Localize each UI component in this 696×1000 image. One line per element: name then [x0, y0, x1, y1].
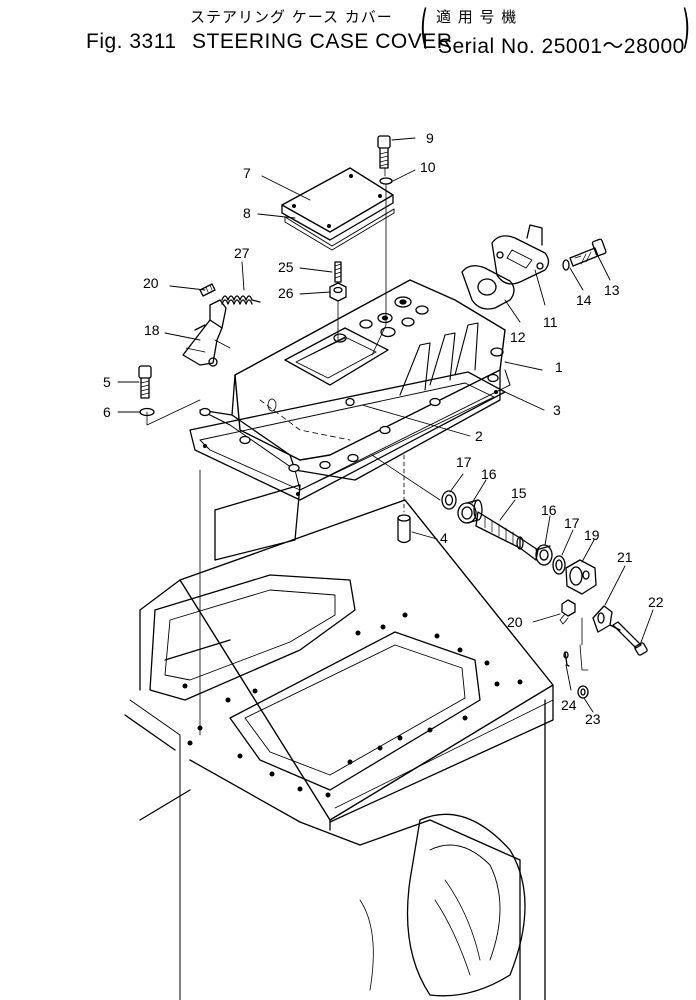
deck-bolt-holes [182, 612, 523, 798]
callout-2: 2 [475, 428, 483, 444]
gasket-12 [461, 265, 515, 310]
callout-14: 14 [576, 292, 592, 308]
callout-1: 1 [555, 359, 563, 375]
nut-26 [329, 282, 347, 341]
callout-4: 4 [440, 530, 448, 546]
bolt-20-upper [199, 283, 216, 297]
bolt-5 [138, 365, 201, 426]
stud-25 [334, 261, 342, 283]
seal-17-right [552, 555, 566, 575]
callout-23: 23 [585, 711, 601, 727]
callout-22: 22 [648, 594, 664, 610]
callout-3: 3 [553, 402, 561, 418]
figure-header: ステアリング ケース カバー 適 用 号 機 ( ) Fig. 3311 STE… [0, 0, 696, 60]
alignment-line-shaft [371, 454, 441, 501]
callout-27: 27 [234, 245, 250, 261]
spring-27 [221, 295, 261, 305]
callout-17-right: 17 [564, 515, 580, 531]
callout-25: 25 [278, 259, 294, 275]
open-parenthesis: ( [420, 0, 429, 54]
callout-26: 26 [278, 285, 294, 301]
callout-19: 19 [584, 527, 600, 543]
callout-20-upper: 20 [143, 275, 159, 291]
callout-15: 15 [511, 485, 527, 501]
figure-title: STEERING CASE COVER [192, 30, 453, 53]
callout-12: 12 [510, 329, 526, 345]
callout-18: 18 [144, 322, 160, 338]
close-parenthesis: ) [682, 0, 691, 54]
callout-5: 5 [103, 374, 111, 390]
bolt-22 [612, 621, 648, 656]
callout-24: 24 [561, 697, 577, 713]
japanese-serial-label: 適 用 号 機 [436, 8, 518, 26]
callout-11: 11 [543, 314, 558, 330]
callout-9: 9 [426, 130, 434, 146]
callout-16-right: 16 [541, 502, 557, 518]
callout-8: 8 [243, 205, 251, 221]
callout-20-lower: 20 [507, 614, 523, 630]
elbow-flange-11 [491, 224, 550, 285]
steering-case-cover [199, 279, 511, 491]
callout-6: 6 [103, 404, 111, 420]
seal-17-left [441, 490, 457, 510]
lever-19 [565, 559, 597, 595]
callout-21: 21 [617, 549, 633, 565]
callout-7: 7 [243, 165, 251, 181]
lever-21 [579, 605, 621, 671]
pin-24 [563, 651, 570, 667]
steering-shaft-15 [475, 511, 539, 561]
bolt-13 [562, 238, 607, 271]
callout-leaders [117, 137, 654, 713]
washer-23 [577, 685, 589, 699]
callout-10: 10 [420, 159, 436, 175]
dowel-pin-4 [397, 454, 411, 544]
steering-case-body [124, 484, 554, 1000]
bearing-16-right [535, 544, 553, 566]
callout-labels: 1 2 3 4 5 6 7 8 9 10 11 12 13 14 15 16 1… [103, 130, 664, 727]
inspection-cover-plate [281, 167, 395, 251]
callout-13: 13 [604, 282, 620, 298]
callout-16-left: 16 [481, 466, 497, 482]
callout-17-left: 17 [456, 454, 472, 470]
figure-number: Fig. 3311 [86, 30, 177, 53]
japanese-title: ステアリング ケース カバー [190, 8, 393, 26]
bolt-20-lower [559, 599, 576, 625]
serial-range: Serial No. 25001～28000 [438, 35, 685, 58]
lever-18 [182, 299, 231, 367]
